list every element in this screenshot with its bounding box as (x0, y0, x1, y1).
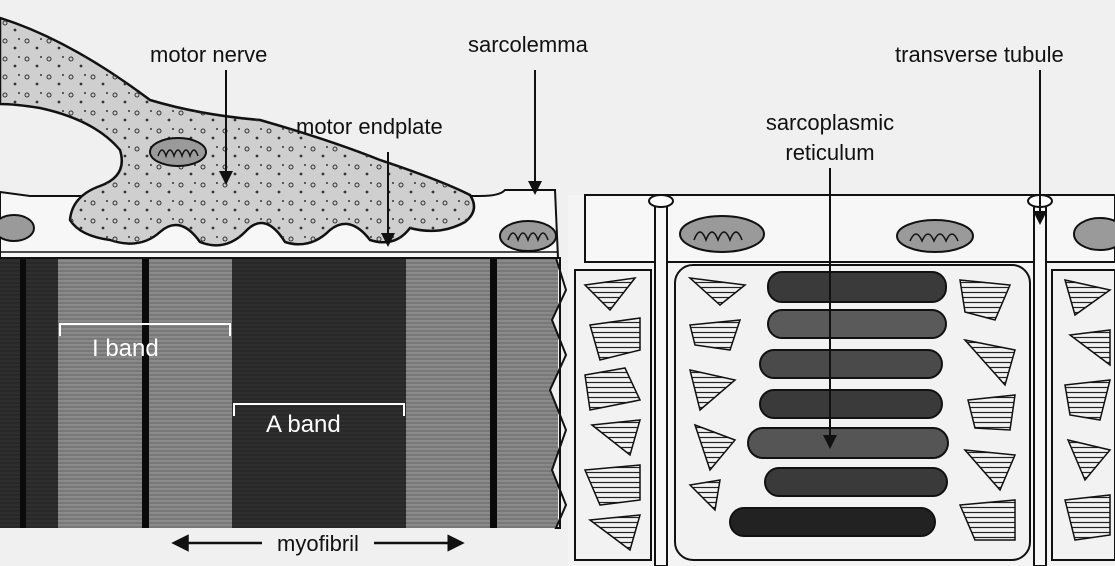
motor-nerve-label: motor nerve (150, 42, 267, 67)
motor-endplate-label: motor endplate (296, 114, 443, 139)
mitochondrion-right-3 (1074, 218, 1115, 250)
z-line-2 (490, 258, 497, 528)
reticulum-center (675, 265, 1030, 560)
mitochondrion-right-2 (897, 220, 973, 252)
mitochondrion-left-edge (0, 215, 34, 241)
z-line-1 (142, 258, 149, 528)
transverse-tubule-label: transverse tubule (895, 42, 1064, 67)
sarcolemma-label: sarcolemma (468, 32, 589, 57)
myofibril-label: myofibril (277, 531, 359, 556)
mitochondrion-sarcolemma (500, 221, 556, 251)
t-tubule-opening-left (649, 195, 673, 207)
z-line-3 (20, 258, 26, 528)
a-band-label: A band (266, 411, 341, 438)
t-tubule-right (1034, 200, 1046, 566)
sarcoplasmic-reticulum-label-line2: reticulum (785, 140, 874, 165)
nerve-mitochondrion (150, 138, 206, 166)
myofibril-block (0, 258, 566, 528)
t-tubule-left (655, 200, 667, 566)
striation-overlay (0, 258, 558, 528)
reticulum-column-right (1052, 270, 1115, 560)
reticulum-column-left (575, 270, 651, 560)
mitochondrion-right-1 (680, 216, 764, 252)
i-band-label: I band (92, 335, 159, 362)
sarcoplasmic-reticulum-label-line1: sarcoplasmic (766, 110, 894, 135)
